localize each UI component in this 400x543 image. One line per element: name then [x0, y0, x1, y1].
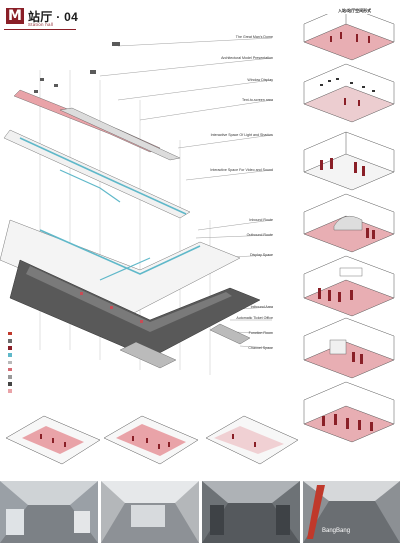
- photo-2: [101, 481, 199, 543]
- legend-swatch: [8, 346, 12, 350]
- watermark: BangBang: [322, 528, 351, 534]
- caption-c2: Architectural Model Presentation: [221, 56, 273, 60]
- panel-3: [303, 131, 395, 191]
- photo-3: [202, 481, 300, 543]
- bottom-plans: [5, 415, 299, 465]
- photo-strip-svg: [0, 481, 400, 543]
- page-subtitle: Station hall: [28, 22, 54, 27]
- photo-1: [0, 481, 98, 543]
- legend-swatch: [8, 389, 12, 393]
- caption-c3: Window Display: [247, 78, 273, 82]
- plan-2: [103, 415, 199, 465]
- caption-c4: Text-to-screen area: [242, 98, 273, 102]
- legend-row: [8, 388, 14, 395]
- caption-c6: Interactive Space For Video and Sound: [210, 168, 273, 172]
- caption-c9: Display Space: [250, 253, 273, 257]
- caption-c8: Outbound Route: [246, 233, 273, 237]
- legend-swatch: [8, 374, 12, 379]
- caption-c5: Interactive Space Of Light and Shadow: [210, 133, 273, 137]
- panel-1: [303, 14, 395, 61]
- right-column-title: 入站/站厅空间形式: [338, 8, 372, 13]
- legend: [8, 330, 14, 395]
- legend-row: [8, 380, 14, 387]
- legend-swatch: [8, 360, 12, 365]
- page-title: 站厅 · 04: [28, 10, 79, 24]
- panel-2: [303, 63, 395, 123]
- legend-swatch: [8, 382, 12, 386]
- right-panels: [303, 14, 395, 443]
- legend-swatch: [8, 338, 12, 343]
- title-rule: [4, 29, 76, 30]
- legend-row: [8, 359, 14, 366]
- panel-7: [303, 381, 395, 443]
- legend-swatch: [8, 331, 12, 336]
- legend-row: [8, 352, 14, 359]
- photo-strip: [0, 481, 400, 543]
- legend-row: [8, 373, 14, 380]
- caption-c1: The Great Man's Dome: [235, 35, 273, 39]
- legend-swatch: [8, 353, 12, 357]
- panel-5: [303, 255, 395, 317]
- caption-c7: Inbound Route: [249, 218, 273, 222]
- legend-row: [8, 330, 14, 337]
- plan-3: [205, 415, 299, 465]
- panel-6: [303, 317, 395, 379]
- caption-c11: Automatic Ticket Office: [236, 316, 273, 320]
- legend-row: [8, 344, 14, 351]
- legend-swatch: [8, 367, 12, 372]
- legend-row: [8, 366, 14, 373]
- legend-row: [8, 337, 14, 344]
- caption-c12: Function Room: [248, 331, 273, 335]
- panel-4: [303, 193, 395, 253]
- plan-1: [5, 415, 101, 465]
- caption-c10: Intbound Area: [250, 305, 273, 309]
- photo-4: [303, 481, 400, 543]
- exploded-axonometric: [0, 37, 273, 375]
- caption-c13: Channel Space: [248, 346, 273, 350]
- metro-logo: M: [6, 8, 24, 24]
